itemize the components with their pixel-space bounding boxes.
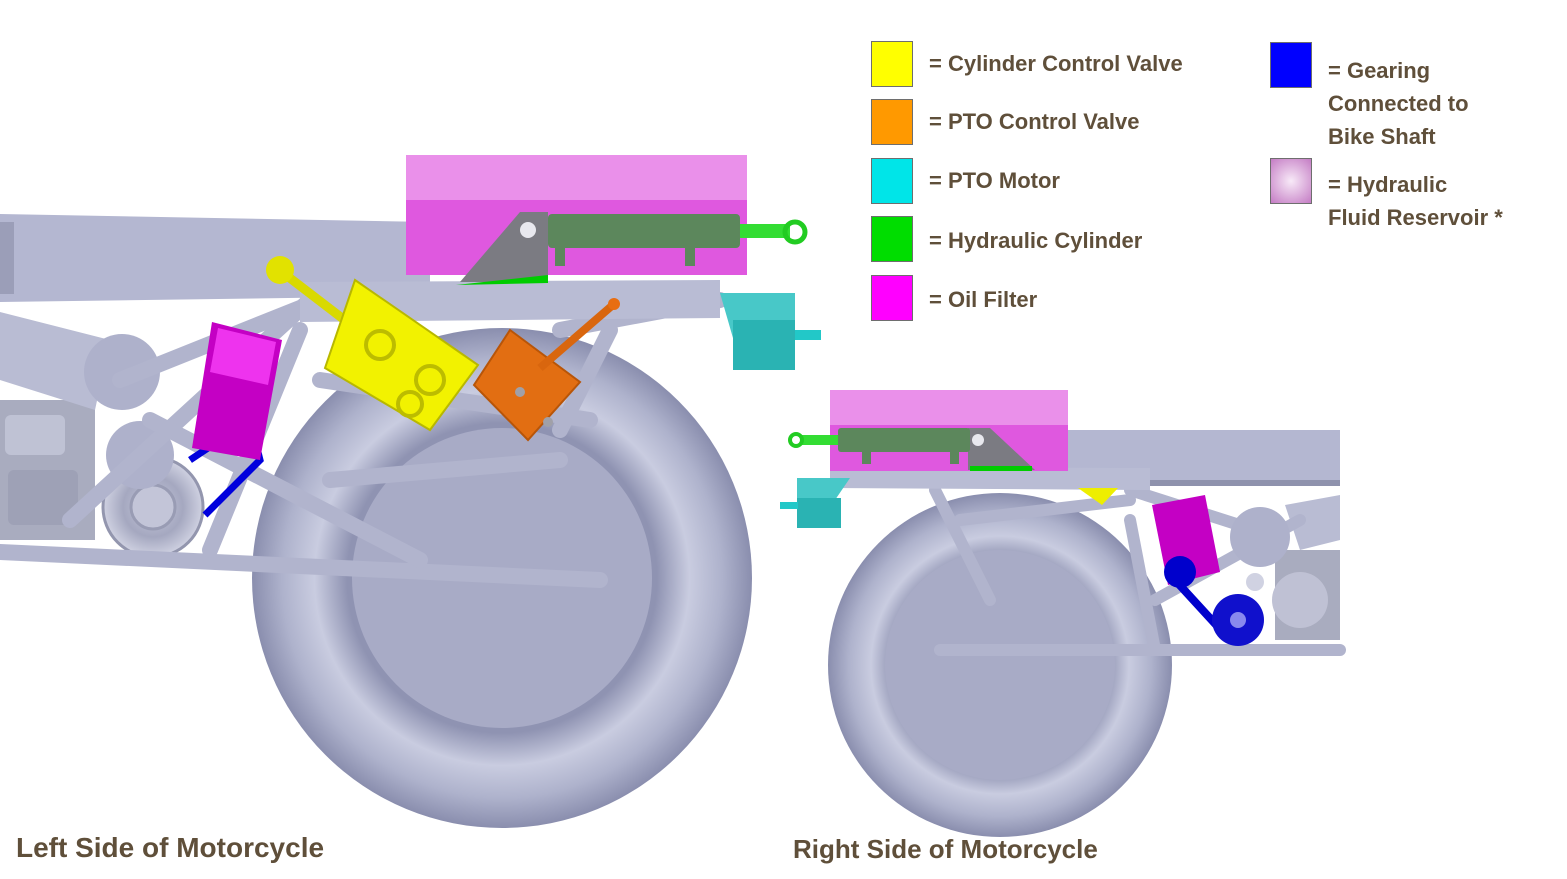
legend-pto-control-valve: = PTO Control Valve: [871, 99, 1140, 145]
legend-label: = Cylinder Control Valve: [929, 51, 1183, 76]
swatch-blue: [1270, 42, 1312, 88]
right-side-view: [780, 390, 1346, 837]
legend-gearing: = Gearing Connected to Bike Shaft: [1270, 42, 1469, 153]
right-frame-joint: [1230, 507, 1290, 567]
legend-pto-motor: = PTO Motor: [871, 158, 1060, 204]
legend-oil-filter: = Oil Filter: [871, 275, 1037, 321]
right-gearing: [1164, 556, 1264, 646]
legend-hydraulic-cylinder: = Hydraulic Cylinder: [871, 216, 1142, 262]
swatch-magenta: [871, 275, 913, 321]
bracket-green-base: [456, 275, 548, 285]
caption-left-side: Left Side of Motorcycle: [16, 832, 325, 863]
right-cylinder-valve: [1078, 488, 1118, 505]
legend-hydraulic-fluid-reservoir: = Hydraulic Fluid Reservoir *: [1270, 158, 1503, 234]
cylinder-control-valve: [266, 256, 480, 432]
right-engine: [1272, 550, 1340, 640]
swatch-cyan: [871, 158, 913, 204]
pto-motor: [720, 293, 821, 370]
left-side-view: [0, 155, 821, 828]
caption-right-side: Right Side of Motorcycle: [793, 834, 1098, 864]
legend-label: = PTO Motor: [929, 168, 1060, 193]
exhaust-pipe: [0, 312, 110, 410]
right-hub: [885, 550, 1115, 780]
engine-block: [0, 400, 95, 540]
right-bracket: [968, 428, 1035, 470]
top-frame-beam: [0, 214, 430, 302]
legend-label: = Hydraulic Cylinder: [929, 228, 1143, 253]
swatch-orange: [871, 99, 913, 145]
pto-control-valve: [472, 298, 620, 442]
right-exhaust: [1285, 495, 1340, 550]
swatch-green: [871, 216, 913, 262]
oil-filter: [192, 322, 282, 460]
right-hydraulic-cylinder: [788, 428, 970, 464]
legend-label: = Hydraulic Fluid Reservoir *: [1328, 172, 1503, 230]
legend-label: = PTO Control Valve: [929, 109, 1140, 134]
right-pto-motor: [780, 478, 850, 528]
swatch-reservoir: [1270, 158, 1312, 204]
hydraulic-cylinder: [548, 214, 808, 266]
swatch-yellow: [871, 41, 913, 87]
legend-label: = Gearing Connected to Bike Shaft: [1328, 58, 1469, 149]
legend-cylinder-control-valve: = Cylinder Control Valve: [871, 41, 1183, 87]
legend-label: = Oil Filter: [929, 287, 1038, 312]
